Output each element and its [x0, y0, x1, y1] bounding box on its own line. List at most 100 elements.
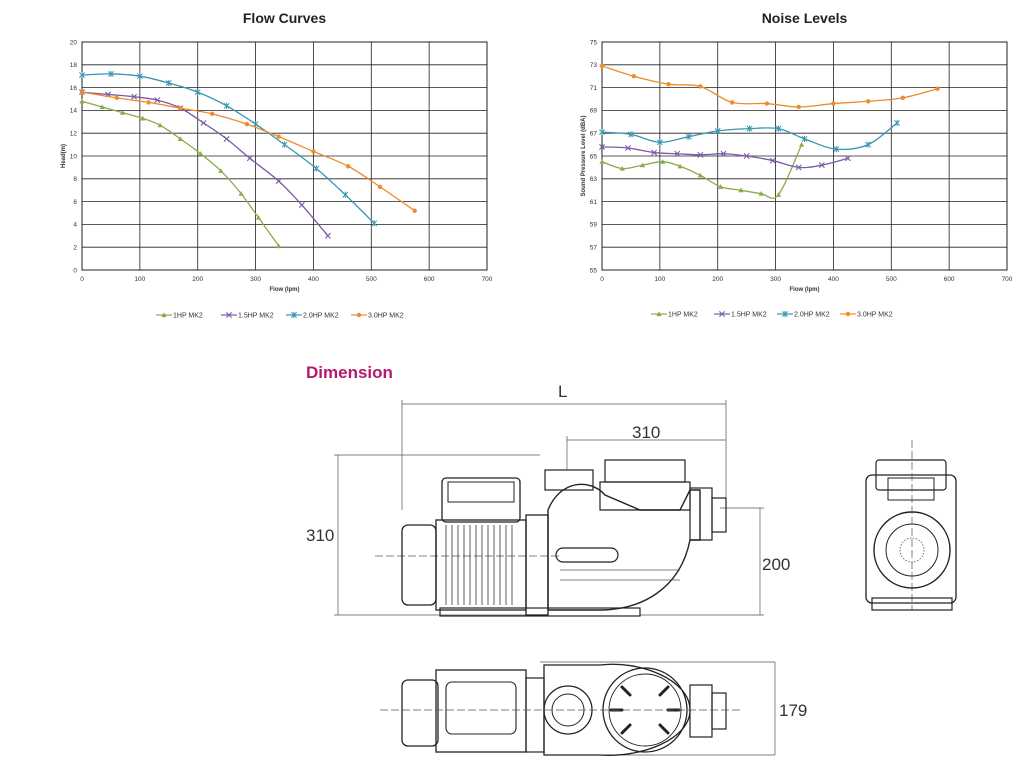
data-point	[298, 202, 305, 209]
y-tick-label: 73	[590, 62, 598, 69]
x-axis-label: Flow (lpm)	[790, 287, 820, 293]
data-point	[651, 149, 658, 156]
data-point	[697, 172, 703, 178]
legend-item: 2.0HP MK2	[286, 311, 339, 320]
data-point	[865, 141, 872, 148]
data-point	[720, 150, 727, 157]
data-point	[619, 165, 625, 171]
series-line	[81, 91, 329, 237]
x-axis-label: Flow (lpm)	[270, 287, 300, 293]
data-point	[631, 74, 637, 79]
legend-marker	[719, 311, 725, 317]
series-1	[79, 89, 331, 239]
data-point	[165, 79, 172, 87]
data-point	[746, 125, 753, 132]
plot-frame	[81, 41, 488, 271]
data-point	[114, 95, 119, 101]
data-point	[625, 145, 632, 152]
legend-marker	[356, 312, 362, 318]
data-point	[79, 89, 85, 95]
data-point	[136, 73, 143, 80]
x-tick-label: 300	[250, 276, 261, 283]
data-point	[844, 155, 851, 162]
data-point	[685, 133, 692, 140]
data-point	[276, 243, 282, 249]
label-310-left: 310	[306, 526, 334, 545]
y-tick-label: 71	[590, 85, 598, 92]
data-point	[599, 63, 605, 69]
dimension-title: Dimension	[306, 363, 393, 382]
legend-label: 2.0HP MK2	[794, 312, 830, 319]
data-point	[656, 139, 663, 146]
data-point	[345, 164, 351, 169]
data-point	[223, 102, 230, 109]
data-point	[627, 131, 634, 138]
dimension-310-left: 310	[306, 454, 540, 616]
legend-item: 3.0HP MK2	[351, 313, 404, 320]
legend-label: 1.5HP MK2	[238, 313, 274, 320]
x-tick-label: 0	[80, 276, 84, 283]
data-point	[697, 151, 704, 158]
data-point	[238, 191, 244, 196]
pump-top-view: 179	[380, 661, 807, 756]
series-1	[599, 143, 851, 171]
y-axis-label: Sound Pressure Level (dBA)	[581, 115, 587, 196]
data-point	[894, 119, 901, 127]
data-point	[79, 98, 85, 104]
y-tick-label: 2	[73, 245, 77, 252]
legend-marker	[845, 311, 851, 317]
data-point	[275, 178, 282, 185]
data-point	[154, 97, 161, 104]
data-point	[371, 220, 378, 227]
data-point	[377, 184, 383, 189]
legend-marker	[226, 312, 232, 318]
x-tick-label: 400	[308, 276, 319, 283]
x-tick-label: 0	[600, 276, 604, 283]
legend-label: 3.0HP MK2	[857, 312, 893, 319]
data-point	[660, 159, 666, 164]
data-point	[252, 120, 259, 128]
data-point	[311, 149, 316, 154]
x-tick-label: 200	[712, 276, 723, 283]
legend-label: 2.0HP MK2	[303, 313, 339, 320]
x-tick-label: 600	[944, 276, 955, 283]
data-point	[801, 135, 808, 142]
data-point	[244, 121, 250, 127]
x-tick-label: 100	[654, 276, 665, 283]
grid	[81, 41, 488, 271]
y-tick-label: 12	[70, 131, 78, 138]
data-point	[796, 104, 801, 110]
y-tick-label: 20	[70, 39, 78, 46]
y-tick-label: 6	[73, 199, 77, 206]
data-point	[599, 128, 605, 136]
x-tick-label: 100	[134, 276, 145, 283]
y-tick-label: 18	[70, 62, 78, 69]
y-tick-label: 55	[590, 267, 598, 274]
data-point	[729, 100, 735, 105]
data-point	[698, 84, 703, 89]
y-tick-label: 59	[590, 222, 598, 229]
y-tick-label: 8	[73, 176, 77, 183]
data-point	[246, 155, 253, 162]
data-point	[146, 100, 151, 105]
data-point	[218, 168, 224, 173]
series-line	[601, 146, 849, 169]
data-point	[718, 184, 724, 189]
y-tick-label: 75	[590, 39, 598, 46]
x-tick-label: 600	[424, 276, 435, 283]
pump-front-view	[865, 440, 957, 611]
data-point	[342, 191, 349, 198]
data-point	[831, 101, 836, 106]
y-tick-label: 0	[73, 267, 77, 274]
data-point	[412, 208, 417, 213]
data-point	[99, 104, 105, 110]
series-0	[599, 142, 805, 199]
legend-item: 2.0HP MK2	[777, 310, 830, 319]
x-tick-label: 500	[886, 276, 897, 283]
y-tick-label: 69	[590, 108, 598, 115]
legend-item: 1.5HP MK2	[714, 311, 767, 319]
data-point	[107, 70, 114, 78]
chart-title: Noise Levels	[762, 10, 848, 26]
